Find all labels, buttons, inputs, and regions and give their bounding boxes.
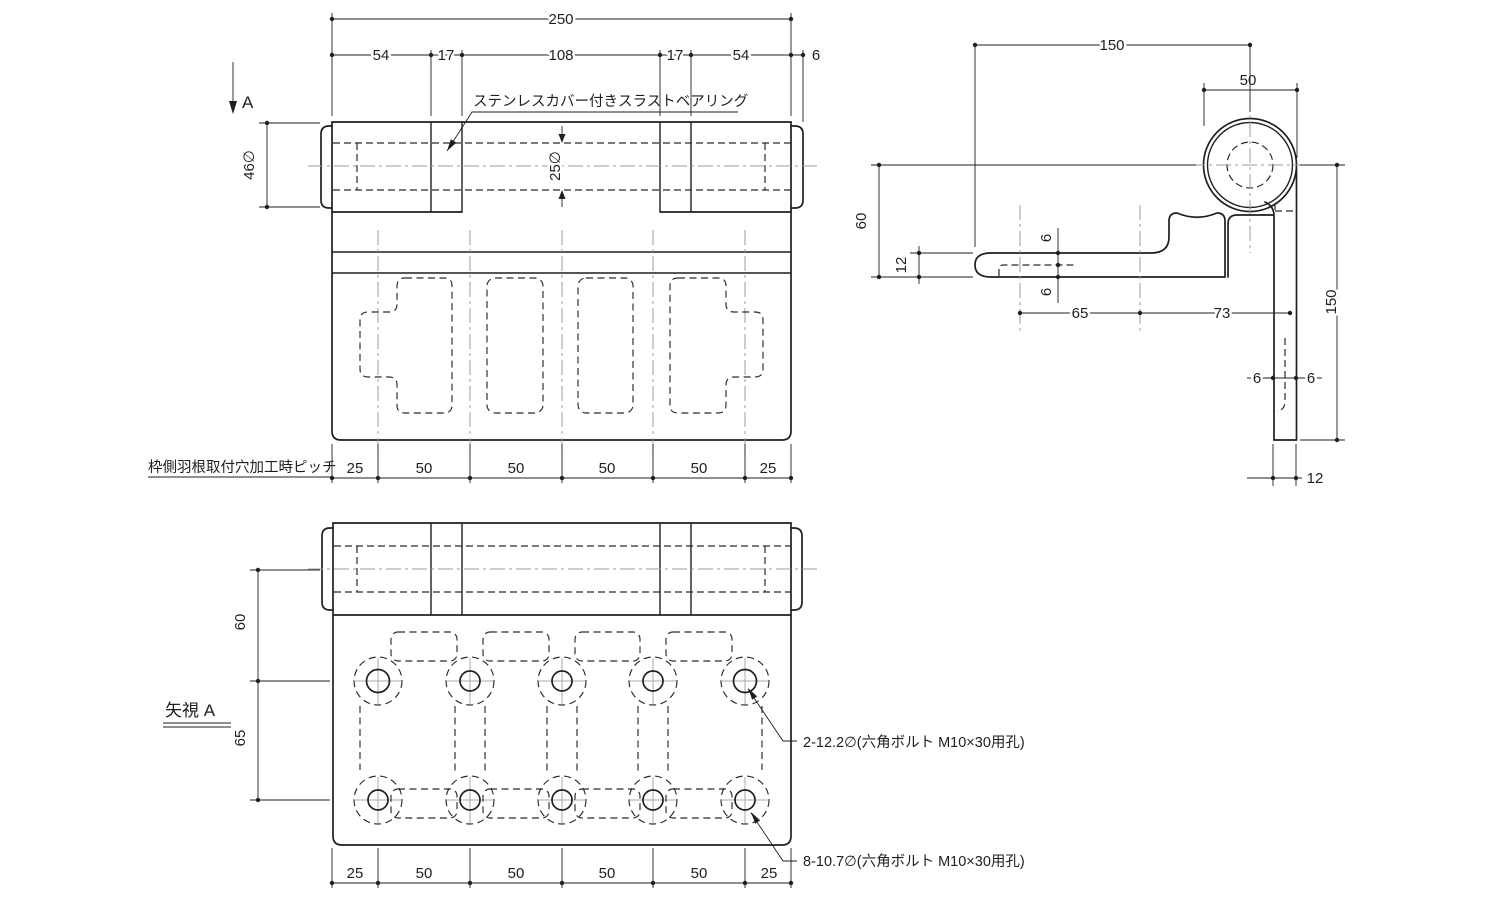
bottom-pitch-50-3: 50: [599, 865, 616, 882]
front-dim-overall: 250: [329, 9, 794, 116]
front-dim-6-cap: 6: [812, 47, 820, 64]
front-cutout-right-t: [669, 277, 764, 414]
hole-large-top-left: [365, 668, 391, 694]
side-dim-overall: 150: [972, 35, 1253, 247]
section-arrow-label: A: [242, 93, 254, 112]
bottom-pitch-25-r: 25: [761, 865, 778, 882]
small-hole-note-text: 8-10.7∅(六角ボルト M10×30用孔): [803, 853, 1025, 870]
bottom-silhouette: [332, 522, 792, 846]
bearing-note-text: ステンレスカバー付きスラストベアリング: [473, 93, 748, 110]
hole-small: [642, 670, 664, 692]
side-dim-knuckle: 50: [1201, 72, 1300, 158]
front-view: 250 54 17 108 17 54 6 46∅ 25∅: [148, 9, 823, 483]
front-cutout-mid-right: [577, 277, 634, 414]
side-dim-12-arm: 12: [893, 257, 910, 274]
front-dim-54-right: 54: [733, 47, 750, 64]
small-hole-note: 8-10.7∅(六角ボルト M10×30用孔): [750, 812, 1025, 870]
front-pitch-25-l: 25: [347, 460, 364, 477]
front-dim-46: 46∅: [241, 150, 258, 180]
front-dim-54-left: 54: [373, 47, 390, 64]
side-dim-60: 60: [853, 213, 870, 230]
front-dim-108: 108: [548, 47, 573, 64]
section-arrow: A: [229, 62, 254, 114]
side-arm-hidden-slot: [998, 264, 1075, 276]
pitch-note-text: 枠側羽根取付穴加工時ピッチ: [148, 459, 337, 476]
side-dim-6-lower: 6: [1038, 288, 1055, 296]
front-dim-segments: 54 17 108 17 54 6: [329, 45, 823, 122]
front-dim-17-left: 17: [438, 47, 455, 64]
view-label: 矢視 A: [163, 701, 231, 728]
bottom-pitch-50-2: 50: [508, 865, 525, 882]
front-knuckle-divisions: [430, 122, 692, 212]
side-dim-arm-slot: 6 6: [1036, 228, 1061, 303]
pitch-note: 枠側羽根取付穴加工時ピッチ: [148, 459, 337, 478]
front-dim-25: 25∅: [547, 151, 564, 181]
hole-large-top-right: [732, 668, 758, 694]
side-dim-6-leg-left: 6: [1253, 370, 1261, 387]
view-label-text: 矢視 A: [165, 701, 216, 720]
mounting-holes: [365, 668, 758, 811]
side-dim-12-leg: 12: [1307, 470, 1324, 487]
hole-small: [551, 789, 573, 811]
bottom-pitch-25-l: 25: [347, 865, 364, 882]
side-knuckle-centerlines: [1190, 96, 1318, 253]
hole-small: [734, 789, 756, 811]
side-dim-6-upper: 6: [1038, 234, 1055, 242]
side-arm: [974, 212, 1226, 278]
bottom-view: 矢視 A 60 65 2-12.2∅(六角ボルト M10×30用孔) 8-10.…: [163, 522, 1025, 888]
front-pitch-25-r: 25: [760, 460, 777, 477]
front-dim-pin-dia: 25∅: [545, 126, 567, 207]
bottom-dim-60: 60: [232, 614, 249, 631]
front-end-cap-left: [320, 125, 333, 209]
side-dim-6-leg-right: 6: [1307, 370, 1315, 387]
hole-small: [367, 789, 389, 811]
front-cutout-left-t: [359, 277, 453, 414]
front-pitch-50-1: 50: [416, 460, 433, 477]
side-leg-hidden-slot: [1276, 338, 1286, 412]
hole-small: [642, 789, 664, 811]
bearing-note: ステンレスカバー付きスラストベアリング: [446, 93, 748, 152]
bottom-pitch-50-1: 50: [416, 865, 433, 882]
front-dim-pitch: 25 50 50 50 50 25: [329, 444, 794, 483]
front-end-cap-right: [790, 125, 804, 209]
hole-small: [459, 789, 481, 811]
side-saddle: [1227, 214, 1274, 278]
bottom-dim-rows: 60 65: [230, 567, 330, 803]
side-dim-left: 60 12: [851, 162, 1196, 284]
front-hole-centerlines: [377, 230, 746, 466]
large-hole-note-text: 2-12.2∅(六角ボルト M10×30用孔): [803, 734, 1025, 751]
side-dim-65: 65: [1072, 305, 1089, 322]
front-dim-17-right: 17: [667, 47, 684, 64]
side-dim-150-top: 150: [1099, 37, 1124, 54]
side-dim-leg-slot: 6 6: [1247, 368, 1322, 390]
front-pitch-50-3: 50: [599, 460, 616, 477]
bottom-cutout-pattern: [353, 631, 770, 825]
side-dim-pitch: 65 73: [1017, 303, 1293, 325]
front-silhouette: [331, 121, 792, 441]
front-dim-250: 250: [548, 11, 573, 28]
front-pitch-50-2: 50: [508, 460, 525, 477]
bottom-dim-pitch: 25 50 50 50 50 25: [329, 848, 794, 888]
side-dim-leg-length: 150: [1300, 162, 1345, 443]
side-leg-hidden-step: [1274, 203, 1295, 212]
side-leg: [1264, 167, 1298, 441]
front-dim-barrel-dia: 46∅: [239, 120, 320, 210]
hole-small: [551, 670, 573, 692]
front-pitch-50-4: 50: [691, 460, 708, 477]
hole-small: [459, 670, 481, 692]
bottom-dim-65: 65: [232, 730, 249, 747]
side-dim-leg-thickness: 12: [1247, 444, 1323, 487]
large-hole-note: 2-12.2∅(六角ボルト M10×30用孔): [747, 688, 1025, 751]
bottom-hole-centerlines: [355, 658, 768, 823]
bottom-pitch-50-4: 50: [691, 865, 708, 882]
side-view: 150 50 60 12 6 6 65 73: [851, 35, 1345, 487]
side-dim-50: 50: [1240, 72, 1257, 89]
side-dim-150-right: 150: [1323, 289, 1340, 314]
front-cutout-mid-left: [486, 277, 544, 414]
side-dim-73: 73: [1214, 305, 1231, 322]
